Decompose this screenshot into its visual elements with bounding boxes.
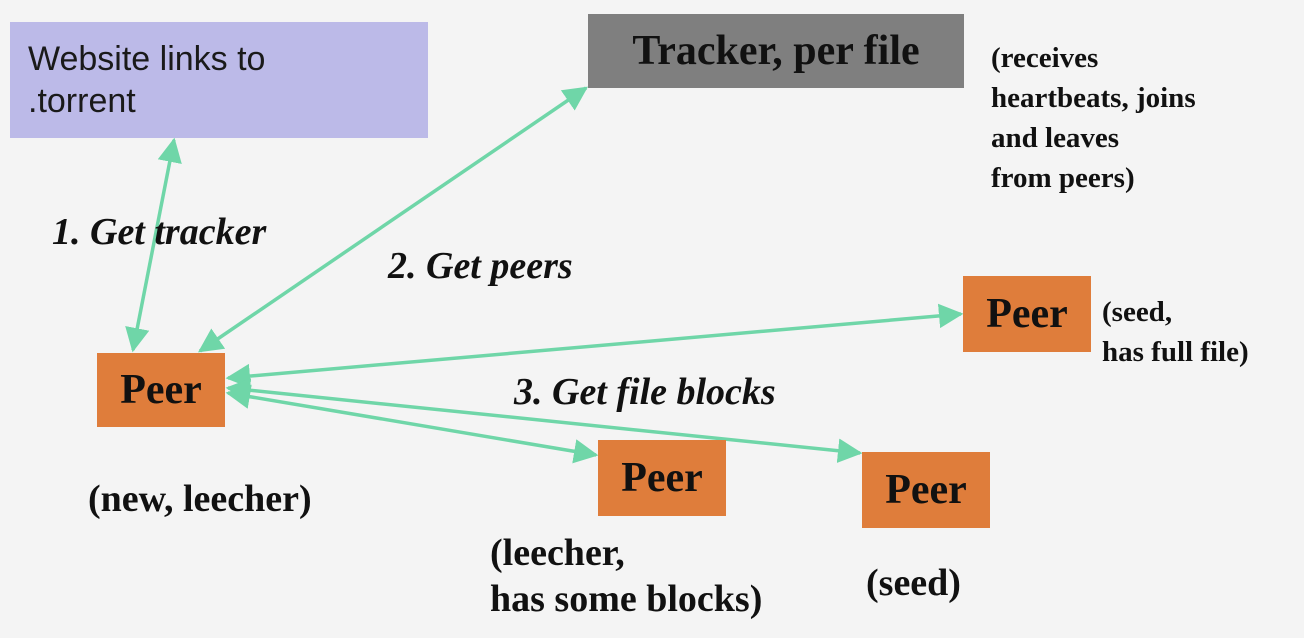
step-1-label: 1. Get tracker	[52, 211, 267, 253]
arrow-peer-seed-bottom	[225, 378, 863, 463]
tracker-note-line: heartbeats, joins	[991, 82, 1196, 114]
tracker-note-line: (receives	[991, 42, 1099, 74]
website-box: Website links to .torrent	[10, 22, 428, 138]
website-line2: .torrent	[28, 82, 136, 120]
peer-leecher-note-line: (leecher,	[490, 532, 625, 574]
step-3-label: 3. Get file blocks	[514, 371, 776, 413]
peer-seed-bottom-note: (seed)	[866, 562, 961, 604]
arrow-peer-seed-top	[225, 303, 964, 389]
tracker-note-line: from peers)	[991, 162, 1135, 194]
peer-leecher-note: (leecher, has some blocks)	[490, 530, 762, 622]
website-line1: Website links to	[28, 40, 266, 78]
tracker-note: (receives heartbeats, joins and leaves f…	[991, 38, 1196, 198]
step-2-label: 2. Get peers	[388, 245, 573, 287]
tracker-note-line: and leaves	[991, 122, 1120, 154]
peer-seed-top-note-line: (seed,	[1102, 296, 1173, 328]
peer-seed-top-note: (seed, has full file)	[1102, 292, 1249, 372]
peer-leecher: Peer	[598, 440, 726, 516]
tracker-box: Tracker, per file	[588, 14, 964, 88]
arrow-website-peer	[125, 137, 182, 353]
peer-leecher-note-line: has some blocks)	[490, 578, 763, 620]
peer-seed-top-note-line: has full file)	[1102, 336, 1249, 368]
peer-seed-bottom: Peer	[862, 452, 990, 528]
peer-new-leecher-note: (new, leecher)	[88, 478, 312, 520]
peer-seed-top: Peer	[963, 276, 1091, 352]
peer-new-leecher: Peer	[97, 353, 225, 427]
